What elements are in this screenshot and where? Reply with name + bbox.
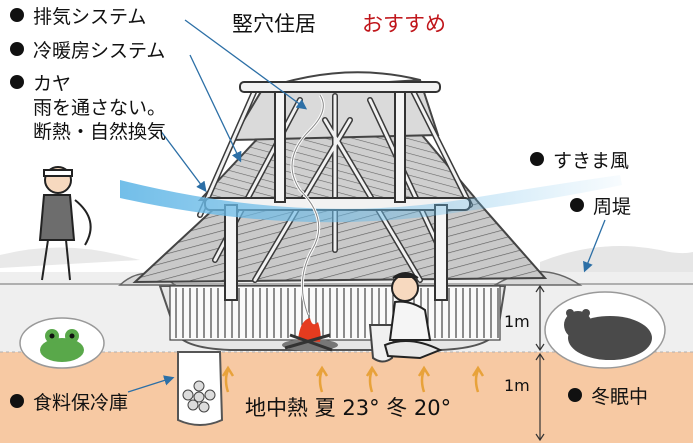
heat-arrow <box>471 365 485 393</box>
heat-arrow <box>221 365 235 393</box>
bullet-icon <box>10 8 24 22</box>
bullet-icon <box>530 152 544 166</box>
posts <box>224 91 448 301</box>
label-kaya: カヤ <box>10 73 71 96</box>
label-bank: 周堤 <box>570 196 631 219</box>
label-depth-lower: 1m <box>504 376 530 395</box>
label-depth-upper: 1m <box>504 312 530 331</box>
bullet-icon <box>568 388 582 402</box>
heat-arrow <box>315 365 329 393</box>
heat-arrow <box>365 365 379 393</box>
label-hvac: 冷暖房システム <box>10 40 165 63</box>
frog-pocket <box>19 317 105 369</box>
label-kaya-line2: 断熱・自然換気 <box>33 121 167 143</box>
label-geothermal: 地中熱 夏 23° 冬 20° <box>245 396 452 420</box>
bullet-icon <box>10 75 24 89</box>
label-kaya-line1: 雨を通さない。 <box>33 97 167 119</box>
fence-wall <box>169 285 501 341</box>
draft-flow <box>120 175 622 223</box>
food-storage-pit <box>177 351 224 426</box>
heat-arrows <box>221 365 485 393</box>
label-exhaust: 排気システム <box>10 6 146 29</box>
hill-left <box>0 247 140 268</box>
label-storage: 食料保冷庫 <box>10 392 128 415</box>
heat-arrow <box>417 365 431 393</box>
bullet-icon <box>570 198 584 212</box>
hearth-fire <box>282 318 338 352</box>
diagram-title: 竪穴住居 <box>232 12 316 36</box>
bullet-icon <box>10 42 24 56</box>
callout-lines <box>127 19 606 393</box>
label-draft: すきま風 <box>530 150 629 173</box>
label-hibernation: 冬眠中 <box>568 386 648 409</box>
smoke <box>290 94 325 316</box>
hill-right <box>540 246 693 272</box>
bullet-icon <box>10 394 24 408</box>
hunter-figure <box>38 166 92 281</box>
recommend-label: おすすめ <box>362 12 446 36</box>
depth-markers <box>535 284 545 442</box>
seated-villager <box>383 272 443 360</box>
bear-den <box>544 291 666 369</box>
